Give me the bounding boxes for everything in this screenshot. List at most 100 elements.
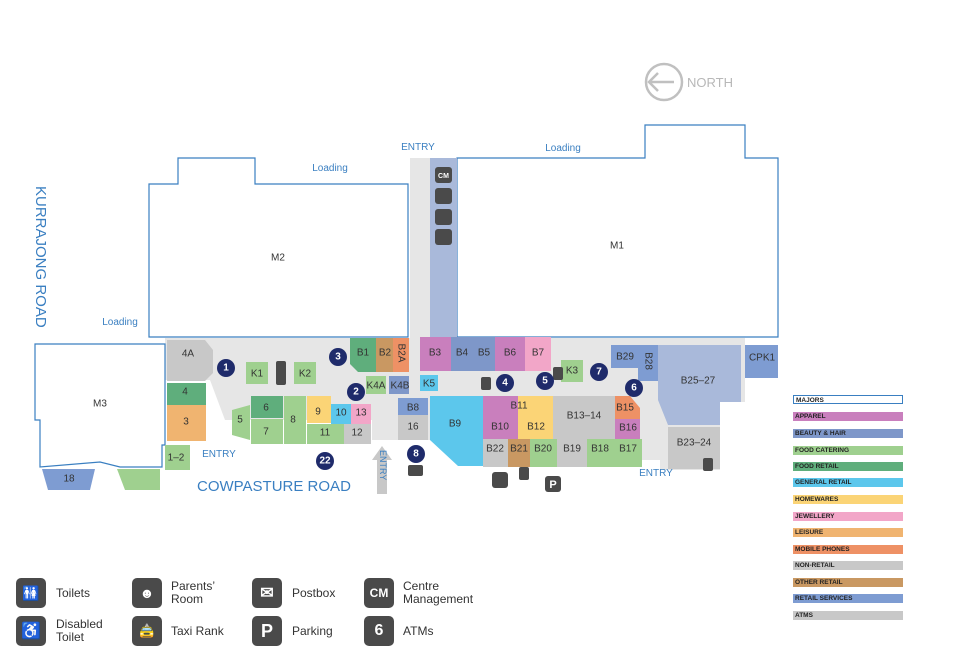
store-b16[interactable] bbox=[615, 419, 640, 439]
store-b18[interactable] bbox=[587, 439, 614, 467]
store-4[interactable] bbox=[167, 383, 206, 405]
store-16[interactable] bbox=[398, 415, 428, 440]
store-b21[interactable] bbox=[508, 439, 530, 467]
store-b15[interactable] bbox=[615, 396, 640, 419]
store-b7[interactable] bbox=[525, 337, 551, 371]
store-label: B10 bbox=[491, 422, 509, 433]
store-label: 5 bbox=[237, 415, 243, 426]
poi-marker[interactable] bbox=[217, 359, 235, 377]
store-label: M3 bbox=[93, 399, 107, 410]
store-label: B1 bbox=[357, 348, 370, 359]
poi-number: 7 bbox=[596, 367, 602, 378]
kiosk-k2[interactable] bbox=[294, 362, 316, 384]
store-label: B18 bbox=[591, 444, 609, 455]
store-b25-27[interactable] bbox=[658, 345, 741, 425]
store-b5[interactable] bbox=[473, 337, 495, 371]
store-label: B15 bbox=[616, 403, 634, 414]
store-m2[interactable] bbox=[148, 157, 409, 338]
store-b2[interactable] bbox=[376, 338, 393, 372]
poi-marker[interactable] bbox=[496, 374, 514, 392]
kiosk-unit-bl[interactable] bbox=[117, 469, 160, 490]
store-label: B2 bbox=[379, 348, 392, 359]
kiosk-k4a[interactable] bbox=[366, 376, 386, 394]
postbox-icon: ✉ bbox=[252, 578, 282, 608]
store-label: B16 bbox=[619, 423, 637, 434]
kiosk-k5[interactable] bbox=[420, 375, 438, 391]
poi-marker[interactable] bbox=[536, 372, 554, 390]
store-label: 3 bbox=[183, 417, 189, 428]
store-label: K2 bbox=[299, 369, 312, 380]
store-11[interactable] bbox=[307, 424, 344, 444]
store-7[interactable] bbox=[251, 419, 283, 444]
store-4a[interactable] bbox=[167, 340, 213, 381]
store-label: B19 bbox=[563, 444, 581, 455]
store-8[interactable] bbox=[284, 396, 306, 444]
store-b28[interactable] bbox=[638, 345, 658, 381]
store-label: M2 bbox=[271, 253, 285, 264]
kiosk-k4b[interactable] bbox=[389, 376, 409, 394]
store-b1[interactable] bbox=[350, 338, 376, 372]
store-label: 16 bbox=[407, 422, 419, 433]
store-10[interactable] bbox=[331, 404, 351, 424]
store-b29[interactable] bbox=[611, 345, 638, 368]
store-b22[interactable] bbox=[483, 439, 508, 467]
entry-label: ENTRY bbox=[639, 468, 673, 479]
parents-room-icon: ☻ bbox=[132, 578, 162, 608]
parking-icon bbox=[545, 476, 561, 492]
store-label: 10 bbox=[335, 408, 347, 419]
store-b2a[interactable] bbox=[393, 338, 409, 372]
legend-parents-room-line1: Parents’ bbox=[171, 579, 216, 593]
store-label: K1 bbox=[251, 369, 264, 380]
entry-label: ENTRY bbox=[202, 449, 236, 460]
kiosk-k1[interactable] bbox=[246, 362, 268, 384]
store-b3[interactable] bbox=[420, 337, 451, 371]
store-label: B21 bbox=[510, 444, 528, 455]
store-b19[interactable] bbox=[557, 439, 587, 467]
compass-arrow bbox=[647, 72, 674, 92]
disabled-toilet-icon: ♿ bbox=[16, 616, 46, 646]
parents-room-icon bbox=[435, 229, 452, 245]
legend-atms: ATMS bbox=[793, 611, 903, 620]
store-3[interactable] bbox=[167, 405, 206, 441]
store-b9[interactable] bbox=[430, 396, 483, 466]
poi-marker[interactable] bbox=[347, 383, 365, 401]
poi-number: 4 bbox=[502, 378, 508, 389]
poi-marker[interactable] bbox=[329, 348, 347, 366]
poi-marker[interactable] bbox=[625, 379, 643, 397]
store-cpk1[interactable] bbox=[745, 345, 778, 378]
store-label: B17 bbox=[619, 444, 637, 455]
store-9[interactable] bbox=[307, 396, 331, 423]
store-12[interactable] bbox=[344, 424, 371, 444]
parking-icon: P bbox=[252, 616, 282, 646]
store-b12[interactable] bbox=[518, 396, 553, 439]
store-b17[interactable] bbox=[614, 439, 642, 467]
entry-label: ENTRY bbox=[378, 450, 388, 480]
poi-number: 2 bbox=[353, 387, 359, 398]
store-m3[interactable] bbox=[34, 343, 166, 468]
store-label: B6 bbox=[504, 348, 517, 359]
store-label: B7 bbox=[532, 348, 545, 359]
store-b6[interactable] bbox=[495, 337, 525, 371]
store-b13-14[interactable] bbox=[553, 396, 615, 439]
entry-label: ENTRY bbox=[401, 142, 435, 153]
store-5[interactable] bbox=[232, 405, 250, 440]
poi-marker[interactable] bbox=[590, 363, 608, 381]
store-b20[interactable] bbox=[530, 439, 557, 467]
store-label: B20 bbox=[534, 444, 552, 455]
poi-marker[interactable] bbox=[316, 452, 334, 470]
store-6[interactable] bbox=[251, 396, 283, 418]
legend-food-catering: FOOD CATERING bbox=[793, 446, 903, 455]
store-m1[interactable] bbox=[456, 124, 779, 338]
compass: NORTH bbox=[644, 62, 733, 102]
store-18[interactable] bbox=[42, 469, 95, 490]
store-13[interactable] bbox=[351, 404, 371, 424]
store-1-2[interactable] bbox=[165, 445, 190, 470]
poi-marker[interactable] bbox=[407, 445, 425, 463]
centre-management-icon: CM bbox=[364, 578, 394, 608]
store-label: 11 bbox=[320, 428, 331, 439]
atm-icon bbox=[276, 361, 286, 385]
kiosk-k3[interactable] bbox=[561, 360, 583, 382]
legend-disabled-toilet-line1: Disabled bbox=[56, 617, 103, 631]
store-b8[interactable] bbox=[398, 398, 428, 415]
store-b4[interactable] bbox=[451, 337, 473, 371]
